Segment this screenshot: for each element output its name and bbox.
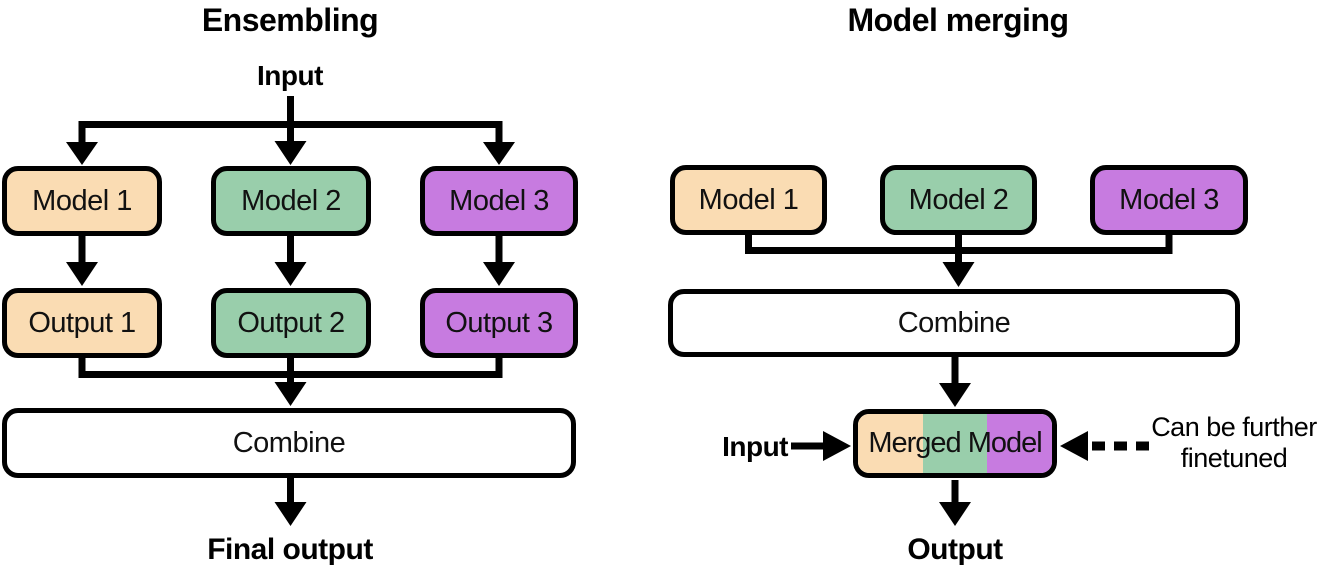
ensembling-model2-box: Model 2: [211, 166, 371, 236]
branch-line-input-to-models: [66, 121, 515, 165]
dashed-arrow-finetune-to-merged-model: [1060, 431, 1150, 461]
merged-model-label: Merged Model: [868, 427, 1042, 459]
merging-model1-box: Model 1: [670, 165, 827, 235]
ensembling-combine-box: Combine: [2, 408, 576, 478]
merging-combine-box: Combine: [668, 289, 1240, 357]
merging-model2-label: Model 2: [908, 183, 1009, 216]
ensembling-input-label: Input: [257, 60, 323, 91]
finetune-annotation: Can be further finetuned: [1132, 412, 1336, 474]
merging-model3-box: Model 3: [1090, 165, 1248, 235]
ensembling-output1-label: Output 1: [28, 306, 136, 339]
converge-line-outputs-to-combine: [78, 356, 503, 406]
merging-combine-label: Combine: [897, 306, 1011, 339]
arrow-model2-to-output2: [274, 234, 307, 286]
merged-model-box: Merged Model: [853, 409, 1057, 478]
ensembling-output3-label: Output 3: [445, 306, 553, 339]
ensembling-model3-box: Model 3: [420, 166, 578, 236]
arrow-input-to-model2: [274, 96, 307, 165]
converge-line-models-to-combine: [745, 235, 1173, 287]
ensembling-final-output-label: Final output: [207, 533, 373, 566]
ensembling-model2-label: Model 2: [241, 184, 341, 217]
ensembling-output2-box: Output 2: [211, 288, 371, 358]
ensembling-combine-label: Combine: [232, 426, 346, 459]
arrow-combine-to-merged-model: [939, 357, 971, 407]
arrow-merged-model-to-output: [939, 480, 971, 526]
ensembling-output1-box: Output 1: [2, 288, 162, 358]
finetune-annotation-line2: finetuned: [1180, 443, 1288, 473]
merging-model3-label: Model 3: [1119, 183, 1219, 216]
ensembling-model3-label: Model 3: [449, 184, 549, 217]
arrow-model3-to-output3: [483, 234, 515, 286]
merged-model-band-1: [858, 414, 923, 473]
arrow-combine-to-final-output: [274, 478, 307, 526]
merging-model1-label: Model 1: [698, 183, 799, 216]
ensembling-model1-box: Model 1: [2, 166, 162, 236]
merging-model2-box: Model 2: [880, 165, 1037, 235]
finetune-annotation-line1: Can be further: [1151, 412, 1317, 442]
ensembling-model1-label: Model 1: [32, 184, 132, 217]
ensembling-title: Ensembling: [201, 2, 379, 38]
merged-model-band-3: [987, 414, 1052, 473]
model-merging-title: Model merging: [847, 2, 1069, 38]
merging-output-label: Output: [907, 533, 1003, 566]
ensembling-output2-label: Output 2: [237, 306, 345, 339]
merging-input-label: Input: [722, 431, 788, 462]
ensembling-output3-box: Output 3: [420, 288, 578, 358]
merged-model-band-2: [922, 414, 988, 473]
arrow-input-to-merged-model: [791, 431, 851, 461]
arrow-model1-to-output1: [66, 234, 98, 286]
